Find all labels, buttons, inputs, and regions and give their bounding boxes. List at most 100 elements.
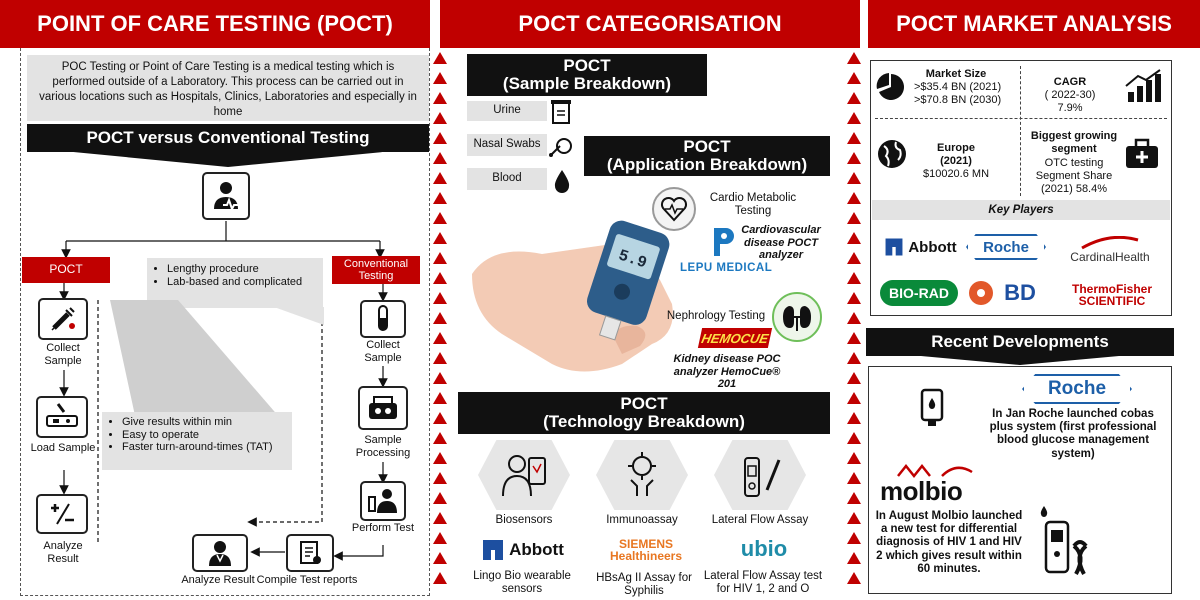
triangle-marker [433,412,447,424]
sample-breakdown-title: POCT (Sample Breakdown) [467,54,707,96]
sample-item-nasal-swabs: Nasal Swabs [467,134,547,156]
segment-name: OTC testing [1044,157,1104,169]
test-cassette-icon [36,396,88,438]
triangle-marker [433,152,447,164]
triangle-marker [847,372,861,384]
triangle-marker [433,292,447,304]
bullet-item: Faster turn-around-times (TAT) [122,441,286,454]
left-panel-border [20,48,430,596]
triangle-marker [433,212,447,224]
market-stats-divider-v [1020,66,1021,196]
triangle-marker [847,332,861,344]
triangle-marker [433,532,447,544]
hemocue-logo: HEMOCUE [697,328,773,348]
growth-chart-icon [1124,68,1164,104]
urine-cup-icon [550,99,574,125]
molbio-mark [896,463,976,479]
conv-step-collect-sample: Collect Sample [364,339,402,364]
triangle-marker [433,72,447,84]
cagr-value: 7.9% [1057,102,1083,114]
syringe-icon [38,298,88,340]
lepu-medical-logo-mark [708,224,736,258]
bullet-item: Easy to operate [122,429,286,442]
player-abbott-logo: Abbott [880,232,960,262]
triangle-marker [847,572,861,584]
triangle-marker [847,552,861,564]
player-cardinal-health-logo: CardinalHealth [1052,230,1168,270]
ubio-logo: ubio [740,536,788,561]
triangle-marker [847,272,861,284]
cardio-description: Cardiovascular disease POCT analyzer [741,224,821,262]
tech-immunoassay: Immunoassay [606,514,678,526]
patient-monitor-icon [202,172,250,220]
triangle-marker [433,52,447,64]
poct-step-load-sample: Load Sample [30,442,96,454]
poct-step-collect-sample: Collect Sample [44,342,82,367]
medical-kit-icon [1124,138,1160,170]
bullet-item: Lengthy procedure [167,263,317,276]
triangle-marker [433,112,447,124]
application-breakdown-title: POCT (Application Breakdown) [584,136,830,176]
triangle-marker [433,512,447,524]
heart-monitor-icon [652,187,696,231]
poct-bullets-callout: Give results within min Easy to operate … [102,412,292,470]
player-bd-logo: BD [1004,280,1036,305]
roche-logo-recent: Roche [1022,374,1132,404]
conv-step-sample-processing: Sample Processing [355,434,411,459]
triangle-marker [433,372,447,384]
abbott-logo-tech: Abbott [470,536,574,564]
triangle-marker [847,512,861,524]
header-left: POINT OF CARE TESTING (POCT) [0,0,430,48]
triangle-marker [847,352,861,364]
product-abbott: Lingo Bio wearable sensors [473,570,571,596]
abbott-logo-text: Abbott [509,540,564,559]
market-size-value-2021: >$35.4 BN (2021) [914,81,1002,93]
lab-technician-icon [360,481,406,521]
market-size-value-2030: >$70.8 BN (2030) [914,94,1002,106]
bd-starburst-icon [968,280,994,306]
biosensor-hex-icon [478,440,570,510]
triangle-marker [433,252,447,264]
europe-year: (2021) [940,155,972,167]
triangle-divider-left [432,52,448,600]
poct-label: POCT [22,257,110,283]
triangle-marker [433,192,447,204]
lateral-flow-hex-icon [714,440,806,510]
triangle-marker [847,92,861,104]
centrifuge-icon [358,386,408,430]
triangle-marker [433,352,447,364]
recent-developments-arrow [910,355,1130,365]
blood-drop-icon [552,168,572,194]
triangle-marker [847,452,861,464]
triangle-marker [847,212,861,224]
triangle-marker [847,52,861,64]
triangle-marker [433,452,447,464]
step-analyze-result: Analyze Result [181,574,255,586]
bullet-item: Lab-based and complicated [167,276,317,289]
triangle-marker [847,392,861,404]
triangle-marker [847,72,861,84]
sample-item-blood: Blood [467,168,547,190]
roche-development-text: In Jan Roche launched cobas plus system … [989,408,1157,460]
molbio-development-text: In August Molbio launched a new test for… [875,510,1023,575]
segment-share: Segment Share (2021) 58.4% [1035,170,1113,195]
recent-developments-box [868,366,1172,594]
test-tube-icon [360,300,406,338]
triangle-divider-right [846,52,862,600]
nasal-swab-icon [548,134,574,160]
step-compile-test-reports: Compile Test reports [256,574,358,586]
triangle-marker [847,232,861,244]
doctor-icon [192,534,248,572]
conventional-bullets-callout: Lengthy procedure Lab-based and complica… [147,258,323,308]
europe-value: $10020.6 MN [922,168,990,180]
triangle-marker [847,492,861,504]
triangle-marker [847,172,861,184]
conv-step-perform-test: Perform Test [351,522,415,534]
cagr-period: ( 2022-30) [1044,89,1096,101]
triangle-marker [433,172,447,184]
triangle-marker [847,112,861,124]
cagr-title: CAGR [1053,76,1087,88]
triangle-marker [847,472,861,484]
lepu-medical-logo: LEPU MEDICAL [680,262,773,274]
segment-title: Biggest growing segment [1030,130,1118,155]
